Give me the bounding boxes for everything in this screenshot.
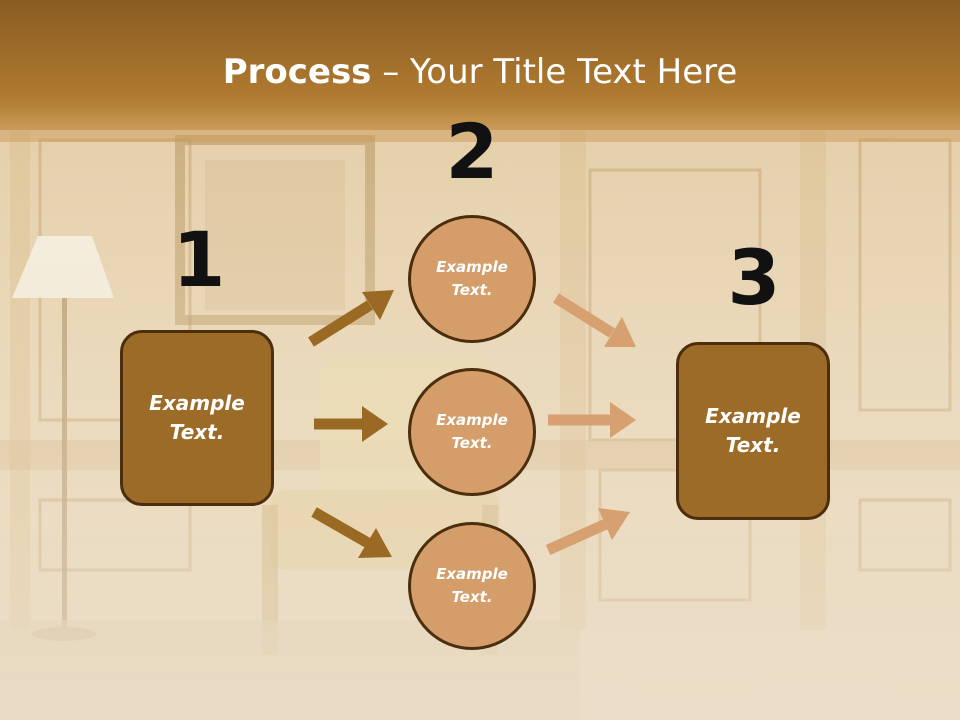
- slide-title: Process – Your Title Text Here: [0, 52, 960, 92]
- title-bold: Process: [222, 52, 372, 92]
- arrow-circle2-to-box3: [548, 402, 636, 438]
- step-1-box[interactable]: Example Text.: [120, 330, 274, 506]
- step-2-circle-2[interactable]: Example Text.: [408, 368, 536, 496]
- arrow-circle3-to-box3: [545, 508, 630, 556]
- step-2-circle-3-label: Example Text.: [436, 565, 508, 606]
- step-3-box[interactable]: Example Text.: [676, 342, 830, 520]
- step-number-2: 2: [445, 107, 499, 196]
- step-2-circle-1[interactable]: Example Text.: [408, 215, 536, 343]
- arrow-box1-to-circle1: [308, 290, 394, 347]
- step-2-circle-3[interactable]: Example Text.: [408, 522, 536, 650]
- title-rest: – Your Title Text Here: [371, 52, 738, 92]
- arrow-box1-to-circle2: [314, 406, 388, 442]
- step-number-3: 3: [727, 233, 781, 322]
- arrow-box1-to-circle3: [311, 507, 392, 558]
- step-1-label: Example Text.: [149, 391, 245, 444]
- step-2-circle-2-label: Example Text.: [436, 411, 508, 452]
- step-2-circle-1-label: Example Text.: [436, 258, 508, 299]
- step-number-1: 1: [172, 215, 226, 304]
- step-3-label: Example Text.: [705, 404, 801, 457]
- arrow-circle1-to-box3: [553, 293, 636, 347]
